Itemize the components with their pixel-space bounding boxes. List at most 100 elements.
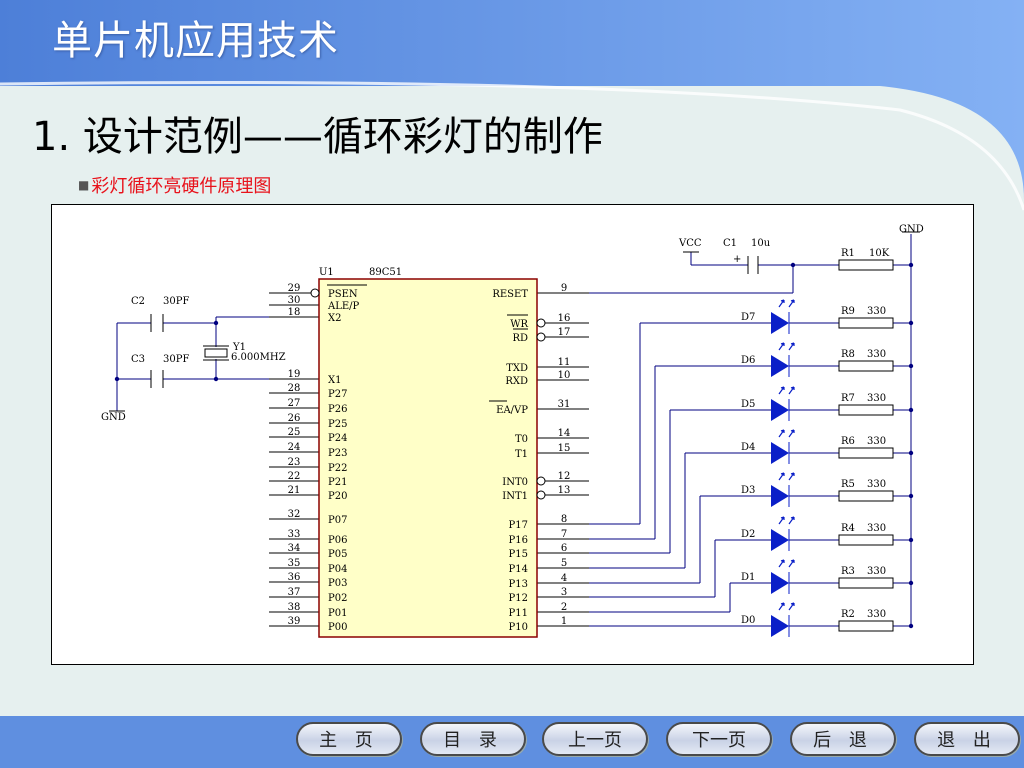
led-resistor (838, 360, 894, 372)
right-pin-number: 11 (558, 357, 571, 368)
led-ref: D5 (741, 399, 755, 410)
right-pin-name: INT0 (502, 477, 528, 488)
left-pin-number: 24 (288, 442, 301, 453)
right-inverter-bubble (536, 476, 546, 486)
led-diode (771, 572, 789, 594)
home-button[interactable]: 主 页 (296, 722, 402, 756)
right-pin-number: 6 (561, 543, 567, 554)
right-pin-number: 16 (558, 313, 571, 324)
mcu-chip-body (318, 278, 538, 638)
led-resistor (838, 404, 894, 416)
led-diode (771, 312, 789, 334)
app-title: 单片机应用技术 (52, 18, 339, 64)
next-page-button[interactable]: 下一页 (666, 722, 772, 756)
led-light-arrows (778, 602, 795, 611)
right-pin-name: P14 (509, 564, 528, 575)
led-light-arrows (778, 299, 795, 308)
led-diode (771, 529, 789, 551)
slide-heading: 1. 设计范例——循环彩灯的制作 (32, 114, 603, 160)
left-pin-number: 38 (288, 602, 301, 613)
slide-subheading: ■彩灯循环亮硬件原理图 (78, 172, 271, 198)
left-pin-name: P23 (328, 448, 347, 459)
led-diode (771, 485, 789, 507)
right-pin-number: 15 (558, 443, 571, 454)
led-diode (771, 442, 789, 464)
c2-value: 30PF (163, 296, 189, 307)
junction-dot (213, 320, 219, 326)
left-pin-name: P24 (328, 433, 347, 444)
junction-dot (908, 580, 914, 586)
led-ref: D7 (741, 312, 755, 323)
resistor-value: 330 (867, 479, 886, 490)
left-pin-number: 22 (288, 471, 301, 482)
r1-resistor (838, 259, 894, 271)
right-pin-name: T1 (515, 449, 528, 460)
left-pin-number: 19 (288, 369, 301, 380)
right-pin-number: 10 (558, 370, 571, 381)
left-pin-name: P21 (328, 477, 347, 488)
left-pin-name: P25 (328, 419, 347, 430)
right-inverter-bubble (536, 332, 546, 342)
right-pin-name: P15 (509, 549, 528, 560)
resistor-ref: R8 (841, 349, 855, 360)
led-diode (771, 399, 789, 421)
left-pin-number: 37 (288, 587, 301, 598)
resistor-value: 330 (867, 306, 886, 317)
led-diode (771, 355, 789, 377)
left-pin-name: P27 (328, 389, 347, 400)
right-pin-name: INT1 (502, 491, 528, 502)
back-button[interactable]: 后 退 (790, 722, 896, 756)
left-pin-name: X2 (328, 313, 341, 324)
resistor-ref: R5 (841, 479, 855, 490)
left-pin-number: 18 (288, 307, 301, 318)
led-ref: D1 (741, 572, 755, 583)
left-pin-name: P00 (328, 622, 347, 633)
gnd-left-label: GND (101, 412, 126, 423)
led-light-arrows (778, 342, 795, 351)
led-light-arrows (778, 472, 795, 481)
y1-value: 6.000MHZ (231, 352, 286, 363)
left-pin-name: P06 (328, 535, 347, 546)
right-pin-name: P17 (509, 520, 528, 531)
chip-part: 89C51 (369, 267, 402, 278)
junction-dot (908, 320, 914, 326)
contents-button[interactable]: 目 录 (420, 722, 526, 756)
vcc-label: VCC (678, 238, 702, 249)
left-pin-name: P04 (328, 564, 347, 575)
right-pin-number: 9 (561, 283, 567, 294)
left-pin-number: 35 (288, 558, 301, 569)
left-pin-number: 27 (288, 398, 301, 409)
led-resistor (838, 534, 894, 546)
c2-ref: C2 (131, 296, 145, 307)
led-ref: D6 (741, 355, 755, 366)
left-pin-number: 21 (288, 485, 301, 496)
left-pin-number: 30 (288, 295, 301, 306)
exit-button[interactable]: 退 出 (914, 722, 1020, 756)
right-pin-name: RXD (505, 376, 528, 387)
right-inverter-bubble (536, 490, 546, 500)
c3-ref: C3 (131, 354, 145, 365)
right-pin-number: 13 (558, 485, 571, 496)
left-pin-number: 28 (288, 383, 301, 394)
led-light-arrows (778, 429, 795, 438)
led-resistor (838, 447, 894, 459)
y1-crystal (204, 348, 228, 358)
right-pin-name: P16 (509, 535, 528, 546)
left-pin-number: 32 (288, 509, 301, 520)
left-pin-number: 23 (288, 457, 301, 468)
right-pin-name: WR (510, 319, 528, 330)
left-pin-name: P26 (328, 404, 347, 415)
left-pin-name: P22 (328, 463, 347, 474)
junction-dot (908, 450, 914, 456)
resistor-value: 330 (867, 609, 886, 620)
c1-polarity: + (733, 254, 741, 265)
right-pin-number: 17 (558, 327, 571, 338)
prev-page-button[interactable]: 上一页 (542, 722, 648, 756)
resistor-value: 330 (867, 393, 886, 404)
right-pin-number: 8 (561, 514, 567, 525)
resistor-ref: R3 (841, 566, 855, 577)
right-pin-name: T0 (515, 434, 528, 445)
right-pin-name: RESET (492, 289, 528, 300)
right-pin-number: 2 (561, 602, 567, 613)
